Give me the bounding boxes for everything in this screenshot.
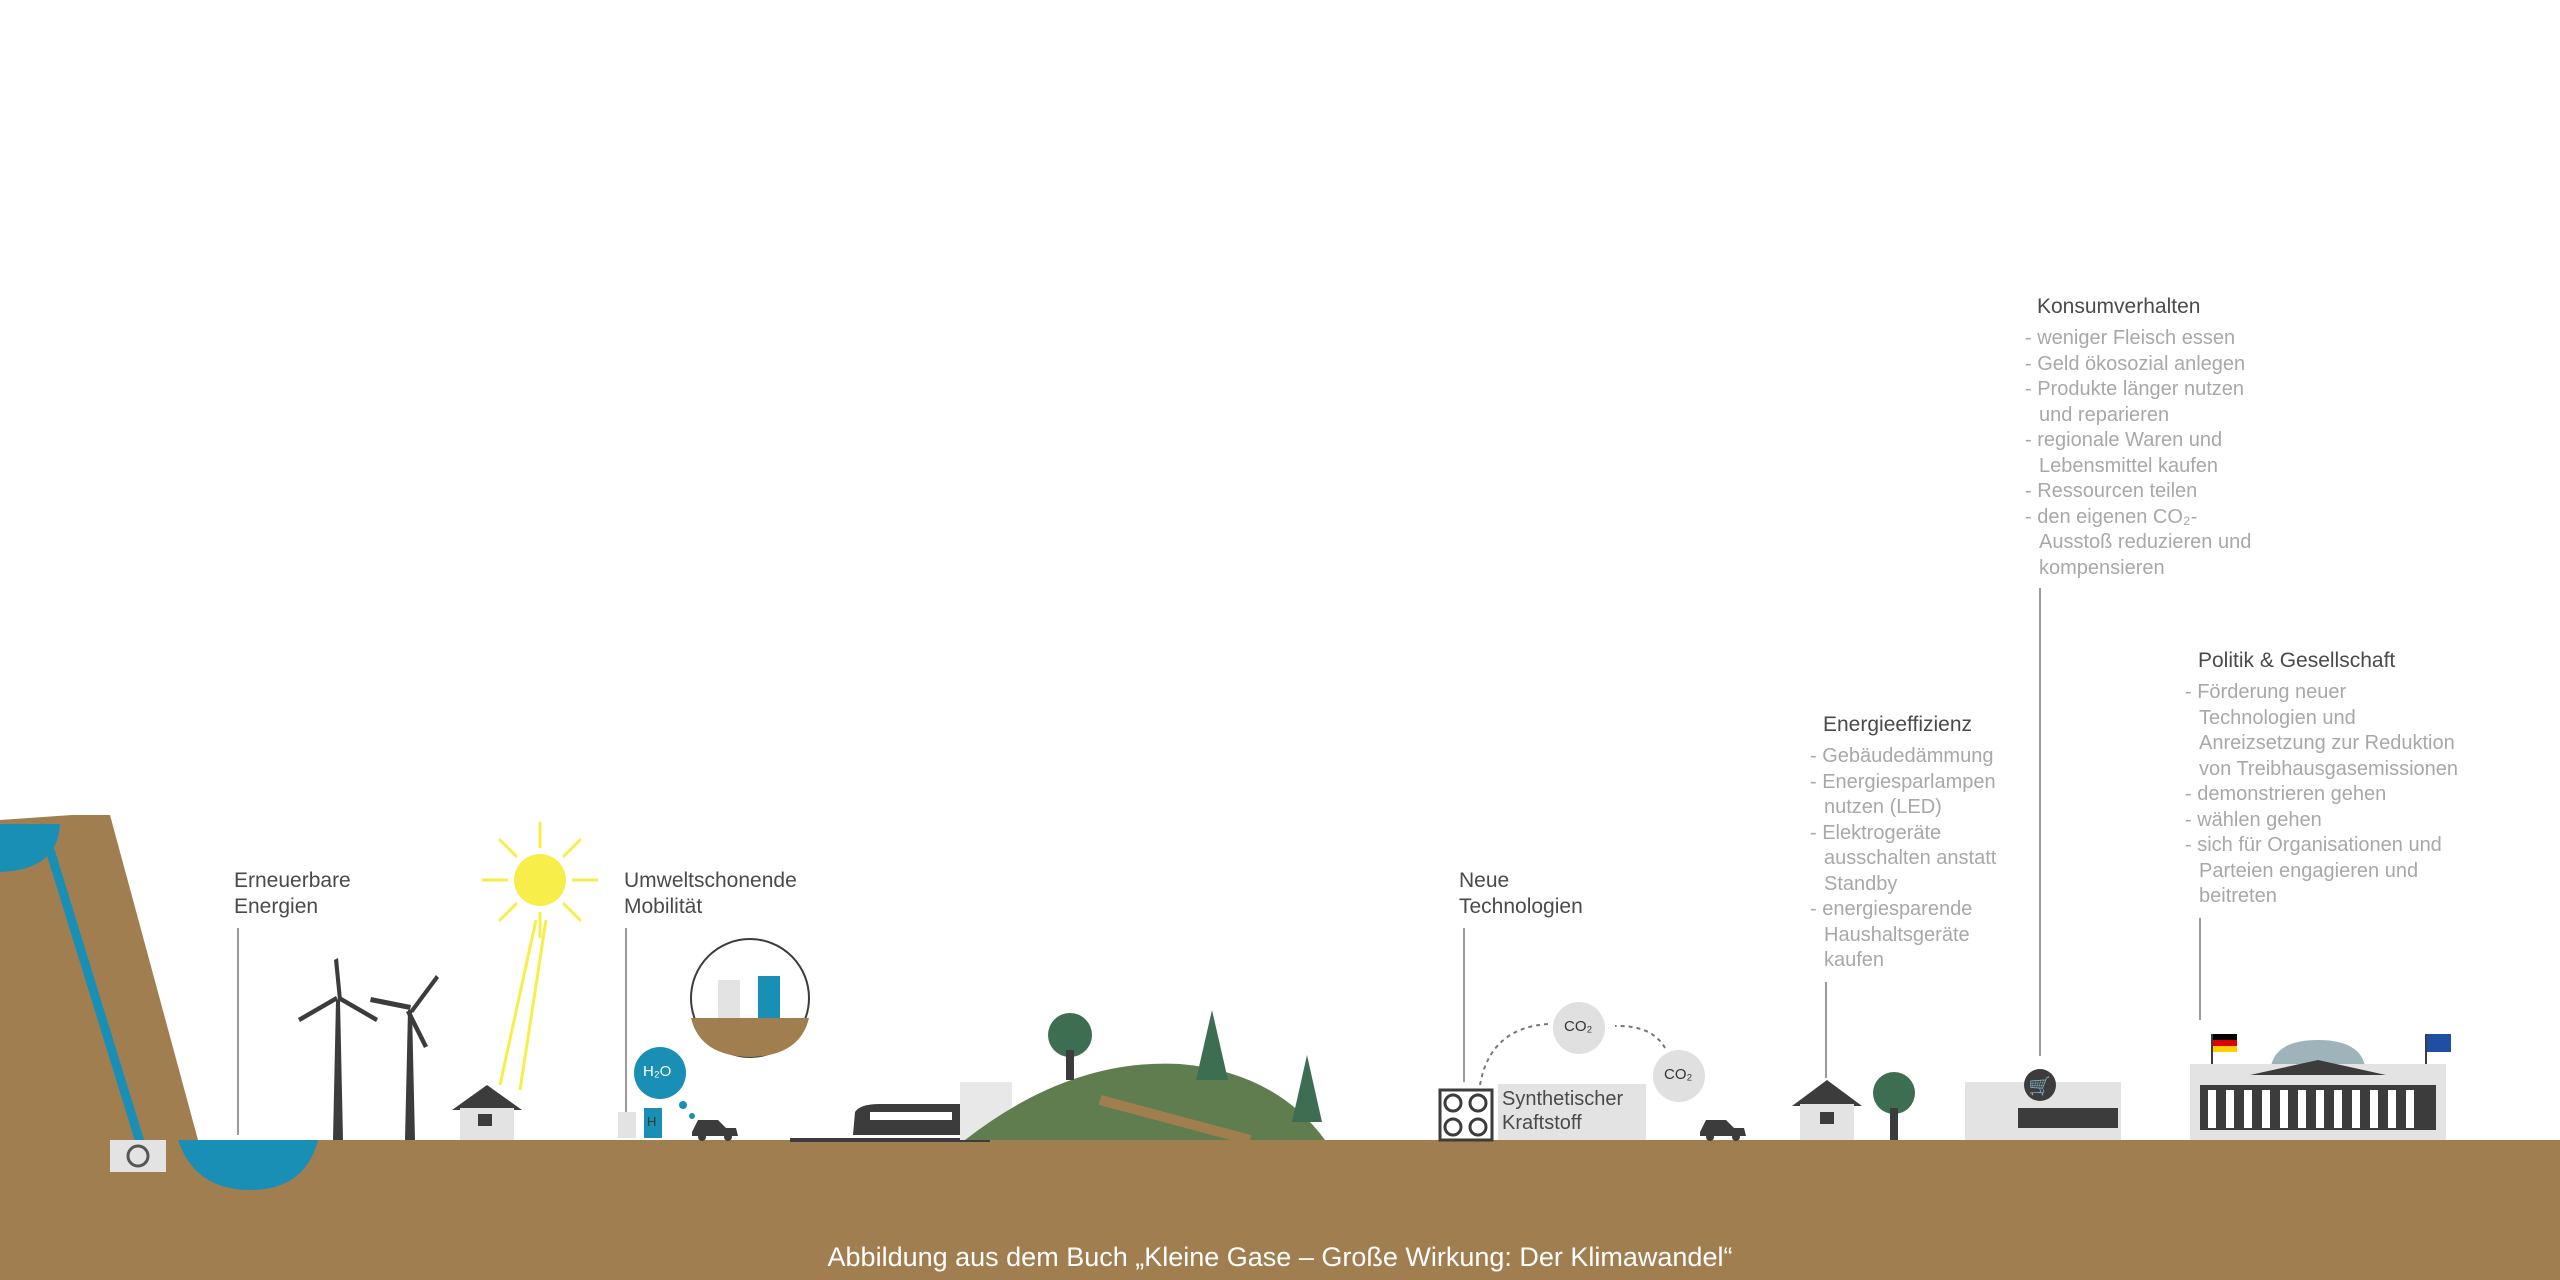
car-icon (692, 1120, 738, 1141)
fuel-station-closeup (690, 938, 810, 1058)
list-item: Produkte länger nutzen und reparieren (2025, 377, 2265, 428)
co2-cycle-arrow (1614, 1024, 1666, 1049)
lower-basin (178, 1140, 318, 1190)
co2-badge (1553, 1002, 1605, 1054)
car-icon (1700, 1120, 1746, 1141)
list-item: den eigenen CO₂-Ausstoß reduzieren und k… (2025, 505, 2265, 582)
shop-icon (1965, 1069, 2121, 1140)
list-item: sich für Organisationen und Parteien eng… (2185, 833, 2465, 910)
section-title-consumption: Konsumverhalten (2037, 295, 2201, 318)
water-badge-label: H₂O (643, 1063, 672, 1080)
sun-icon (482, 822, 598, 1091)
train-icon (853, 1104, 960, 1135)
ground (0, 1140, 2560, 1280)
list-item: energiesparende Haushaltsgeräte kaufen (1810, 897, 2020, 974)
co2-badge-label: CO₂ (1664, 1066, 1693, 1083)
efficiency-list: Gebäudedämmung Energiesparlampen nutzen … (1810, 744, 2020, 974)
reservoir (0, 824, 60, 872)
list-item: Elektrogeräte ausschalten anstatt Standb… (1810, 821, 2020, 898)
section-title-renewables: Erneuerbare Energien (234, 869, 351, 918)
penstock-pipe (45, 848, 145, 1144)
list-item: wählen gehen (2185, 808, 2465, 834)
list-item: regionale Waren und Lebensmittel kaufen (2025, 428, 2265, 479)
german-flag-icon (2211, 1034, 2237, 1064)
consumption-list: weniger Fleisch essen Geld ökosozial anl… (2025, 326, 2265, 581)
co2-badge-label: CO₂ (1564, 1018, 1593, 1035)
hill-path (1098, 1095, 1252, 1145)
wind-turbine-icon (298, 958, 439, 1140)
hill (965, 1063, 1325, 1140)
dam (0, 815, 198, 1140)
list-item: Ressourcen teilen (2025, 479, 2265, 505)
list-item: weniger Fleisch essen (2025, 326, 2265, 352)
co2-cycle-arrow (1479, 1023, 1549, 1086)
house-icon (452, 1085, 522, 1140)
list-item: Gebäudedämmung (1810, 744, 2020, 770)
section-title-efficiency: Energieeffizienz (1823, 713, 1973, 736)
image-caption: Abbildung aus dem Buch „Kleine Gase – Gr… (827, 1242, 1733, 1272)
tree-icon (1048, 1010, 1915, 1140)
section-title-mobility: Umweltschonende Mobilität (624, 869, 797, 918)
water-badge (634, 1047, 686, 1099)
section-title-politics: Politik & Gesellschaft (2198, 649, 2396, 672)
synthetic-fuel-label: Synthetischer Kraftstoff (1502, 1088, 1624, 1134)
cart-icon: 🛒 (2029, 1075, 2051, 1097)
eu-flag-icon (2425, 1034, 2451, 1064)
house-icon (1792, 1080, 1862, 1140)
list-item: Energiesparlampen nutzen (LED) (1810, 770, 2020, 821)
charging-station (618, 1112, 636, 1138)
list-item: Geld ökosozial anlegen (2025, 352, 2265, 378)
turbine-icon (126, 1144, 150, 1168)
hydrogen-station (644, 1108, 662, 1138)
synthetic-fuel-box (1498, 1084, 1646, 1140)
hydrogen-station-label: H (647, 1114, 657, 1129)
list-item: demonstrieren gehen (2185, 782, 2465, 808)
politics-list: Förderung neuer Technologien und Anreizs… (2185, 680, 2465, 910)
list-item: Förderung neuer Technologien und Anreizs… (2185, 680, 2465, 782)
rail-track (790, 1138, 990, 1142)
co2-badge (1653, 1050, 1705, 1102)
parliament-icon (2190, 1040, 2446, 1140)
direct-air-capture-icon (1438, 1088, 1494, 1142)
section-title-technologies: Neue Technologien (1459, 869, 1583, 918)
